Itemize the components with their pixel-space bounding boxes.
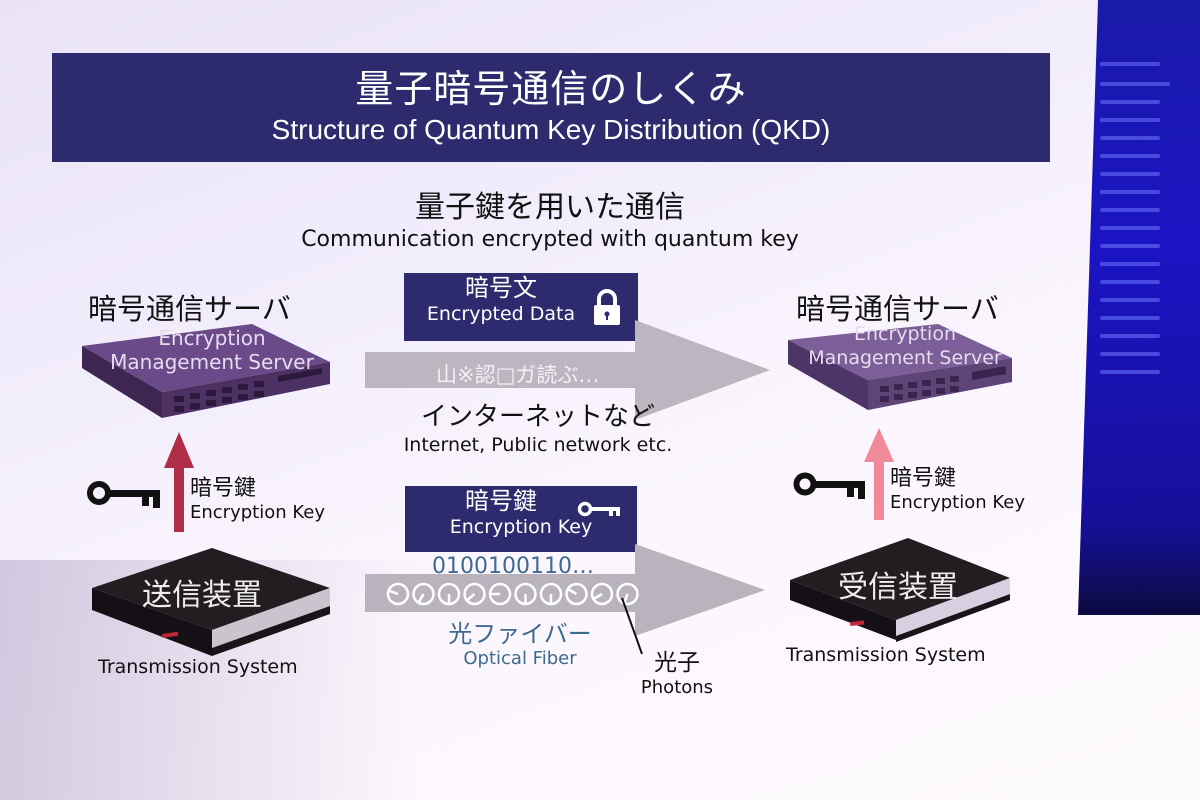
background-monitor (1078, 0, 1200, 615)
right-upload-arrow (864, 428, 894, 520)
right-receiver-label: 受信装置 (838, 570, 958, 605)
internet-label: インターネットなど Internet, Public network etc. (368, 402, 708, 458)
left-key-label-en: Encryption Key (190, 502, 325, 523)
title-jp: 量子暗号通信のしくみ (355, 67, 747, 111)
key-icon (577, 501, 620, 517)
section-heading-en: Communication encrypted with quantum key (301, 227, 799, 252)
photon (463, 582, 486, 606)
optical-fiber-label-en: Optical Fiber (463, 648, 577, 669)
left-server-icon (82, 324, 330, 418)
right-key-label-en: Encryption Key (890, 492, 1025, 513)
right-key-label-jp: 暗号鍵 (890, 466, 957, 491)
left-key-icon (87, 481, 160, 508)
photons-label-jp: 光子 (654, 650, 700, 676)
encryption-key-tag-en: Encryption Key (449, 516, 593, 538)
left-key-label-jp: 暗号鍵 (190, 476, 257, 501)
photon (488, 582, 512, 606)
photon (590, 582, 614, 606)
internet-label-jp: インターネットなど (420, 402, 655, 432)
left-server-label: 暗号通信サーバ (88, 292, 291, 326)
section-heading: 量子鍵を用いた通信 Communication encrypted with q… (250, 190, 850, 254)
encrypted-data-tag-en: Encrypted Data (426, 303, 576, 325)
encryption-key-tag-jp: 暗号鍵 (465, 487, 537, 515)
photon (539, 582, 563, 606)
lock-icon (594, 289, 620, 325)
photon (565, 582, 588, 606)
right-receiver-name: Transmission System (786, 644, 986, 666)
photon (412, 582, 435, 606)
right-key-label: 暗号鍵 Encryption Key (890, 466, 1025, 514)
left-server-name: Encryption Management Server (92, 326, 332, 374)
encrypted-data-tag-jp: 暗号文 (465, 274, 537, 302)
encrypted-data-tag: 暗号文 Encrypted Data (404, 273, 638, 341)
right-key-icon (793, 472, 865, 499)
photon-row (386, 582, 639, 606)
encrypted-data-sample: 山※認□ガ読ぶ… (436, 363, 600, 387)
internet-label-en: Internet, Public network etc. (403, 434, 673, 456)
left-transmitter-name: Transmission System (98, 656, 298, 678)
right-receiver-icon (790, 538, 1010, 642)
encryption-key-tag: 暗号鍵 Encryption Key (405, 486, 637, 552)
right-server-icon (788, 324, 1012, 410)
title-banner: 量子暗号通信のしくみ Structure of Quantum Key Dist… (52, 53, 1050, 162)
optical-fiber-arrow (365, 544, 765, 636)
photons-label: 光子 Photons (632, 650, 722, 700)
right-server-name-line1: Encryption (853, 323, 956, 345)
optical-fiber-label: 光ファイバー Optical Fiber (440, 620, 600, 670)
photon (616, 582, 639, 606)
left-upload-arrow (164, 432, 194, 532)
photon (437, 582, 461, 606)
photon-pointer-line (621, 597, 643, 655)
section-heading-jp: 量子鍵を用いた通信 (415, 190, 685, 225)
optical-fiber-label-jp: 光ファイバー (448, 620, 592, 648)
right-server-name: Encryption Management Server (796, 322, 1014, 370)
photons-label-en: Photons (640, 677, 714, 698)
left-key-label: 暗号鍵 Encryption Key (190, 476, 325, 524)
photon (514, 582, 537, 606)
left-transmitter-label: 送信装置 (142, 578, 262, 613)
left-server-name-line2: Management Server (110, 350, 314, 374)
photon (386, 582, 410, 606)
left-transmitter-icon (92, 548, 330, 656)
right-server-name-line2: Management Server (808, 347, 1002, 369)
internet-channel-arrow (365, 320, 770, 420)
right-server-label: 暗号通信サーバ (796, 292, 999, 326)
left-server-name-line1: Encryption (158, 326, 266, 350)
title-en: Structure of Quantum Key Distribution (Q… (271, 114, 831, 145)
key-bits: 0100100110… (432, 554, 594, 579)
